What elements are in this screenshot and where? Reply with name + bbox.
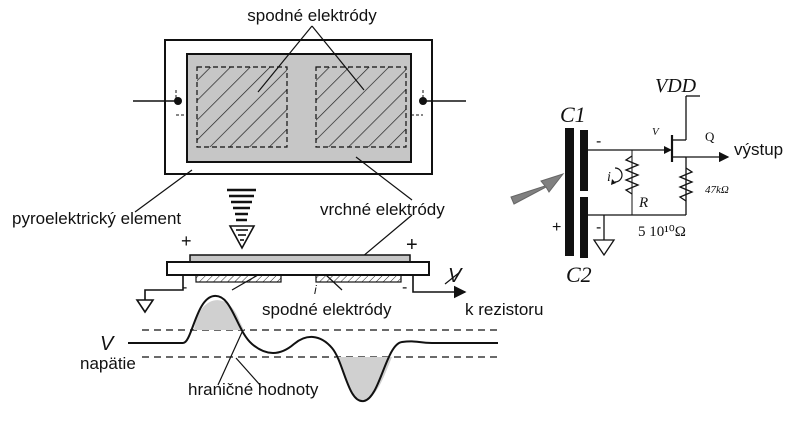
label-minus-right: - — [402, 279, 407, 296]
label-plus-left: + — [181, 231, 192, 251]
cross-section — [135, 254, 467, 314]
trace-left — [175, 90, 187, 116]
negative-exceed-area — [336, 357, 392, 402]
bottom-electrode-left-strip — [195, 274, 282, 283]
capacitor-plate-c2 — [580, 197, 588, 258]
ground-symbol — [135, 299, 155, 314]
leader-top-electrode-upper — [355, 156, 413, 201]
electrode-left — [196, 66, 288, 148]
sensor-package — [133, 39, 466, 175]
electrode-right — [315, 66, 407, 148]
label-current: i — [607, 170, 611, 185]
ground-wire — [144, 275, 184, 300]
capacitor-plate-c1 — [580, 130, 588, 191]
leader-pyro-element — [134, 169, 193, 213]
circuit-ground-symbol — [592, 239, 616, 257]
resistor-r — [624, 155, 640, 195]
label-circuit-minus-bottom: - — [596, 219, 601, 236]
label-v-axis: V — [100, 333, 115, 355]
label-c2: C2 — [566, 262, 592, 287]
label-minus-left: - — [182, 279, 187, 296]
trace-right — [411, 90, 424, 116]
label-v-signal: V — [448, 265, 463, 287]
label-transistor: Q — [705, 129, 715, 144]
top-electrode-strip — [189, 254, 411, 263]
bottom-electrode-right-strip — [315, 274, 402, 283]
label-bottom-electrodes-top: spodné elektródy — [247, 6, 377, 25]
label-bottom-electrodes-mid: spodné elektródy — [262, 300, 392, 319]
resistor-47k — [678, 167, 694, 202]
label-resistance: 5 10¹⁰Ω — [638, 224, 686, 240]
current-arrowhead — [611, 179, 616, 185]
waveform-line — [128, 295, 498, 403]
v-signal-tick — [444, 271, 461, 285]
leader-bottom-electrode-left — [257, 25, 313, 93]
label-thresholds: hraničné hodnoty — [188, 380, 319, 399]
label-output: výstup — [734, 140, 783, 159]
incident-radiation-arrow — [510, 173, 565, 205]
signal-waveform — [128, 295, 498, 403]
contact-left — [174, 97, 182, 105]
capacitor-plate-left — [565, 128, 574, 256]
label-to-resistor: k rezistoru — [465, 300, 543, 319]
label-circuit-plus: + — [552, 219, 561, 236]
label-i: i — [314, 283, 317, 297]
pyro-substrate — [166, 261, 430, 276]
label-plus-right: + — [406, 234, 418, 256]
equivalent-circuit — [510, 95, 730, 258]
positive-exceed-area — [194, 300, 244, 330]
label-47k: 47kΩ — [705, 184, 729, 196]
leader-bottom-electrode-right — [311, 25, 365, 91]
label-voltage: napätie — [80, 354, 136, 373]
wire-to-resistor — [412, 275, 467, 299]
label-vdd: VDD — [655, 75, 697, 97]
label-pyro-element: pyroelektrický element — [12, 209, 181, 228]
leader-threshold-lower — [235, 357, 261, 386]
label-r: R — [638, 195, 648, 211]
gate-arrow — [664, 146, 672, 154]
label-circuit-minus-top: - — [596, 133, 601, 150]
current-arrow — [614, 167, 623, 183]
label-v-node: V — [652, 126, 660, 138]
label-c1: C1 — [560, 102, 586, 127]
label-top-electrodes: vrchné elektródy — [320, 200, 445, 219]
leader-top-electrode-lower — [361, 214, 413, 258]
radiation-arrow — [227, 188, 256, 250]
